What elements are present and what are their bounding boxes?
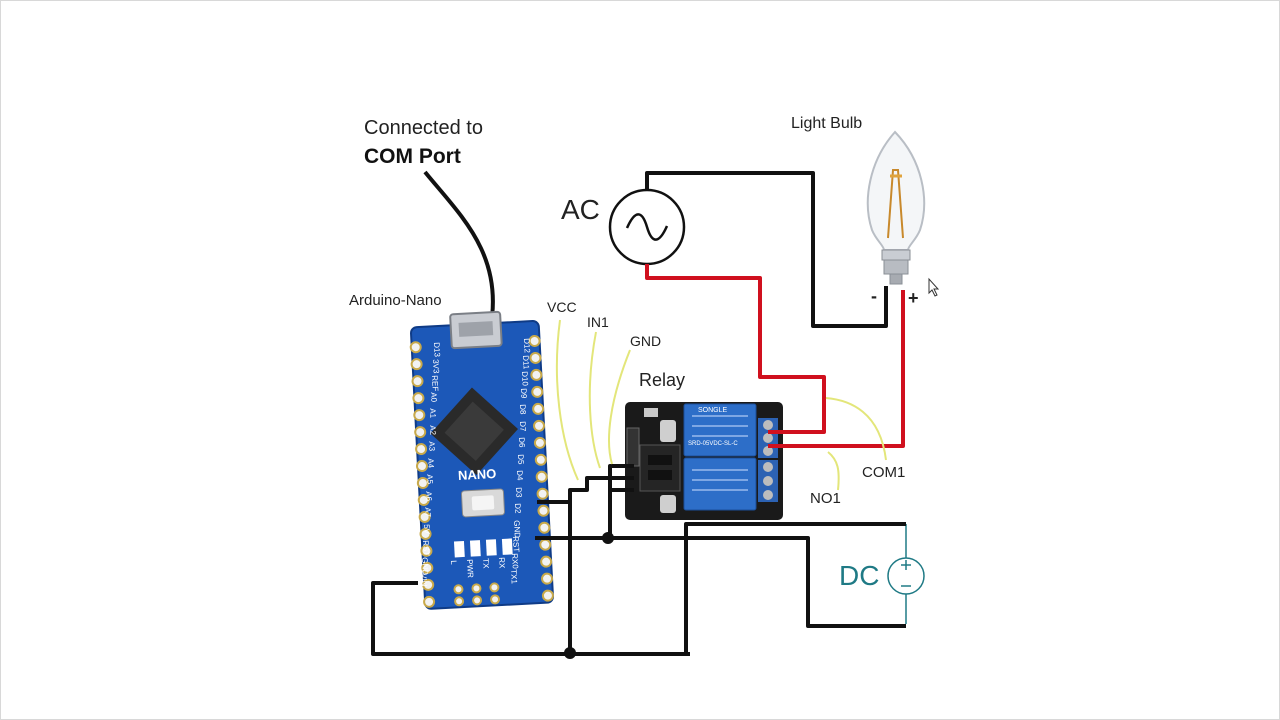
ac-source-symbol — [608, 188, 686, 266]
pin-label-right: RX0 — [510, 552, 521, 569]
relay1-brand-text: SONGLE — [698, 407, 728, 414]
pin-label-right: D7 — [517, 420, 528, 432]
pin-label-right: D12 — [522, 338, 532, 354]
pin-label-right: D10 — [520, 371, 530, 387]
relay-module-board — [625, 402, 783, 520]
pin-label-left: 3V3 — [431, 358, 441, 374]
pin-label-right: D8 — [518, 404, 528, 415]
mcu-chip — [430, 387, 519, 476]
light-bulb — [866, 130, 926, 285]
com1-label: COM1 — [862, 464, 906, 481]
led-label: L — [449, 560, 459, 565]
pin-label-right: D11 — [521, 354, 531, 370]
pin-label-right: RST — [511, 536, 522, 553]
led-label: TX — [481, 558, 491, 569]
pin-label-left: RST — [421, 540, 432, 557]
com-port-note-line1: Connected to — [364, 117, 483, 139]
com-port-note-line2: COM Port — [364, 145, 461, 168]
pin-label-left: A6 — [423, 490, 434, 501]
pin-label-left: D13 — [432, 342, 442, 358]
gnd-label: GND — [630, 333, 662, 349]
led-label: PWR — [465, 559, 475, 579]
pin-label-right: D2 — [513, 503, 523, 514]
relay-label: Relay — [639, 370, 686, 390]
pin-label-left: A7 — [423, 507, 433, 518]
pin-label-right: D3 — [513, 486, 524, 498]
pin-label-right: D6 — [516, 437, 527, 448]
pin-label-left: 5V — [422, 523, 432, 534]
minus-terminal-label: - — [871, 286, 877, 306]
pin-label-right: D5 — [515, 453, 526, 465]
pin-label-left: REF — [430, 375, 441, 392]
junction-dot — [602, 532, 614, 544]
black-wires — [371, 171, 906, 656]
pin-label-left: A3 — [426, 441, 437, 452]
nano-silkscreen: NANO — [457, 466, 497, 483]
in1-label: IN1 — [587, 314, 609, 330]
light-bulb-label: Light Bulb — [791, 115, 863, 132]
red-wires — [645, 264, 905, 448]
relay1-model-text: SRD-05VDC-SL-C — [688, 441, 738, 447]
pin-label-left: A0 — [429, 391, 439, 402]
pin-label-right: D9 — [519, 387, 529, 399]
signal-wires — [555, 319, 887, 491]
no1-label: NO1 — [810, 490, 841, 507]
junction-dot — [564, 647, 576, 659]
pin-label-left: A5 — [424, 474, 435, 485]
led-label: RX — [497, 557, 507, 569]
dc-label: DC — [839, 560, 880, 591]
vcc-label: VCC — [547, 299, 577, 315]
pin-label-right: D4 — [514, 470, 525, 481]
pin-label-right: GND — [512, 519, 523, 538]
usb-cable — [423, 170, 495, 331]
dc-source-symbol — [887, 524, 925, 624]
pin-label-left: A2 — [427, 424, 438, 435]
pin-label-left: VIN — [419, 573, 430, 587]
pin-label-left: A1 — [428, 408, 438, 419]
ac-label: AC — [561, 194, 600, 225]
arduino-nano-board — [409, 310, 554, 610]
relay-1 — [683, 403, 757, 457]
mouse-cursor-icon — [928, 277, 940, 297]
relay-2 — [683, 457, 757, 511]
plus-terminal-label: + — [908, 288, 919, 308]
pin-label-left: GND — [420, 556, 431, 575]
pin-label-left: A4 — [425, 457, 436, 468]
pin-label-right: TX1 — [509, 569, 520, 585]
arduino-label: Arduino-Nano — [349, 292, 442, 309]
